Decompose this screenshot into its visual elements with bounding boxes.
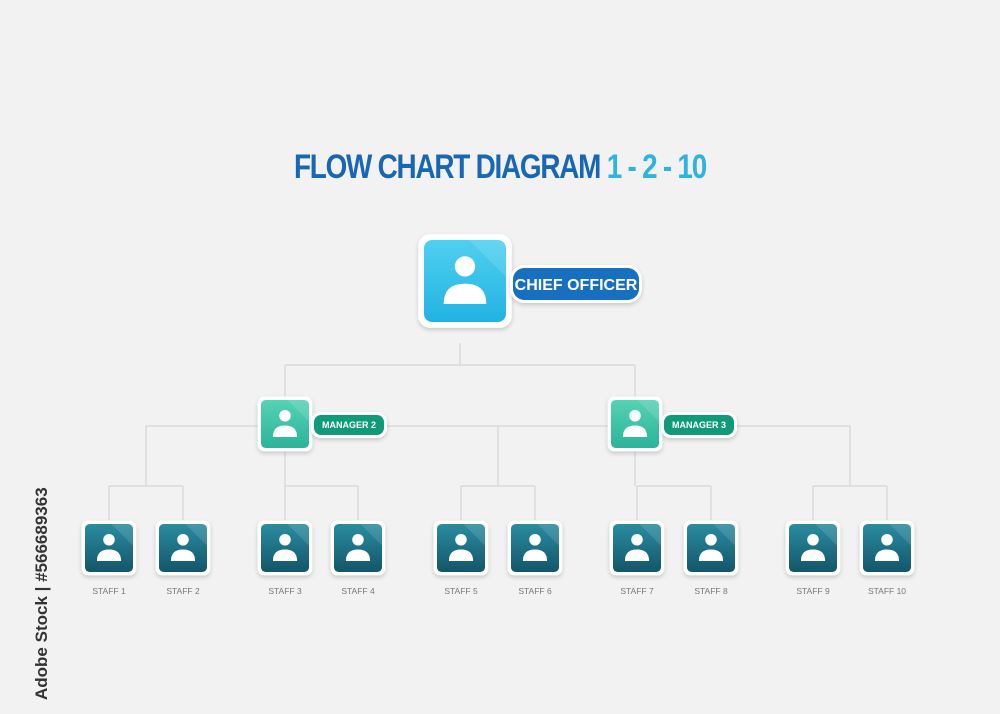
- person-icon: [272, 409, 298, 438]
- person-icon: [522, 533, 548, 562]
- staff-node-1[interactable]: STAFF 1: [81, 520, 137, 596]
- person-icon: [874, 533, 900, 562]
- manager-node-3[interactable]: MANAGER 3: [607, 396, 737, 452]
- title-numbers: 1 - 2 - 10: [606, 148, 708, 186]
- person-icon: [96, 533, 122, 562]
- staff-node-10[interactable]: STAFF 10: [859, 520, 915, 596]
- person-icon: [698, 533, 724, 562]
- title-main: FLOW CHART DIAGRAM: [294, 148, 601, 186]
- staff-node-2[interactable]: STAFF 2: [155, 520, 211, 596]
- person-icon: [800, 533, 826, 562]
- staff-node-8[interactable]: STAFF 8: [683, 520, 739, 596]
- manager-label-2: MANAGER 2: [311, 412, 387, 438]
- person-icon: [345, 533, 371, 562]
- chief-officer-label: CHIEF OFFICER: [510, 265, 642, 303]
- staff-label-10: STAFF 10: [868, 586, 906, 596]
- connector-lines: [108, 343, 888, 520]
- manager-label-3-text: MANAGER 3: [672, 420, 726, 430]
- chief-officer-label-text: CHIEF OFFICER: [515, 277, 638, 294]
- person-icon: [170, 533, 196, 562]
- staff-node-7[interactable]: STAFF 7: [609, 520, 665, 596]
- staff-label-8: STAFF 8: [694, 586, 728, 596]
- manager-node-2[interactable]: MANAGER 2: [257, 396, 387, 452]
- staff-label-9: STAFF 9: [796, 586, 830, 596]
- staff-label-4: STAFF 4: [341, 586, 375, 596]
- person-icon: [443, 256, 487, 304]
- person-icon: [272, 533, 298, 562]
- diagram-title: FLOW CHART DIAGRAM 1 - 2 - 10: [90, 148, 910, 187]
- watermark-text: Adobe Stock | #566689363: [32, 487, 51, 700]
- staff-node-3[interactable]: STAFF 3: [257, 520, 313, 596]
- person-icon: [622, 409, 648, 438]
- chief-officer-node[interactable]: CHIEF OFFICER: [418, 234, 642, 328]
- person-icon: [448, 533, 474, 562]
- staff-node-4[interactable]: STAFF 4: [330, 520, 386, 596]
- watermark: Adobe Stock | #566689363: [2, 470, 51, 700]
- staff-node-5[interactable]: STAFF 5: [433, 520, 489, 596]
- staff-label-7: STAFF 7: [620, 586, 654, 596]
- staff-label-2: STAFF 2: [166, 586, 200, 596]
- manager-label-2-text: MANAGER 2: [322, 420, 376, 430]
- staff-node-9[interactable]: STAFF 9: [785, 520, 841, 596]
- staff-label-1: STAFF 1: [92, 586, 126, 596]
- staff-node-6[interactable]: STAFF 6: [507, 520, 563, 596]
- staff-label-5: STAFF 5: [444, 586, 478, 596]
- manager-label-3: MANAGER 3: [661, 412, 737, 438]
- person-icon: [624, 533, 650, 562]
- staff-label-6: STAFF 6: [518, 586, 552, 596]
- node-layer: CHIEF OFFICER MANAGER 2 MANAGER 3 STAFF 1 ST…: [81, 234, 915, 596]
- staff-label-3: STAFF 3: [268, 586, 302, 596]
